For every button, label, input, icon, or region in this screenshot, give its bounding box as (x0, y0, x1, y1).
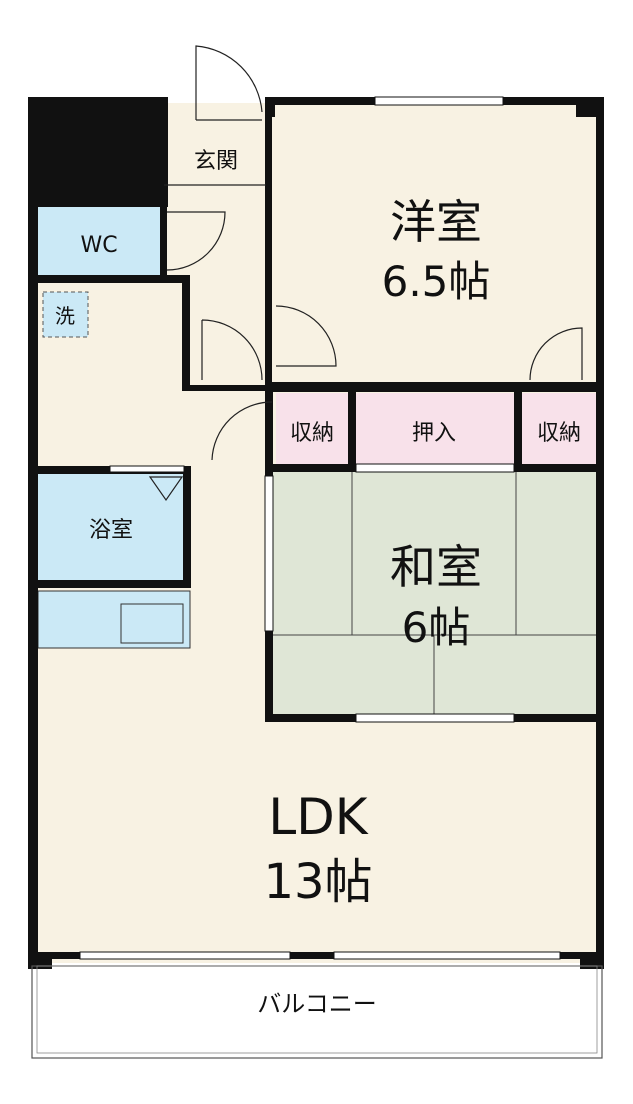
yokushitsu-label: 浴室 (89, 518, 133, 543)
wc-label: WC (80, 233, 117, 258)
sink (120, 603, 184, 644)
tatami-lines (270, 472, 598, 716)
bath-door (109, 465, 185, 473)
oshiire-floor (356, 393, 514, 467)
windows (79, 96, 561, 960)
ldk-label: LDK (268, 788, 368, 846)
youshitsu-label: 洋室 (390, 195, 482, 249)
doors (164, 45, 583, 461)
genkan-label: 玄関 (194, 149, 238, 174)
washer-pan (42, 291, 89, 338)
oshiire-label: 押入 (412, 421, 456, 446)
sen-label: 洗 (55, 304, 75, 328)
storage-left-floor (276, 393, 350, 467)
washitsu-label: 和室 (390, 540, 482, 594)
bath-vent-mark (148, 476, 184, 502)
shuno-left-label: 収納 (290, 421, 334, 446)
balcony-label: バルコニー (257, 990, 377, 1018)
genkan-floor (164, 120, 268, 185)
kitchen-counter (37, 590, 191, 649)
ldk-size: 13帖 (263, 854, 372, 910)
washitsu-size: 6帖 (402, 603, 471, 652)
youshitsu-size: 6.5帖 (382, 257, 491, 306)
storage-right-floor (522, 393, 598, 467)
balcony-rail (36, 965, 598, 1054)
wc-floor (38, 205, 162, 280)
shuno-right-label: 収納 (537, 421, 581, 446)
